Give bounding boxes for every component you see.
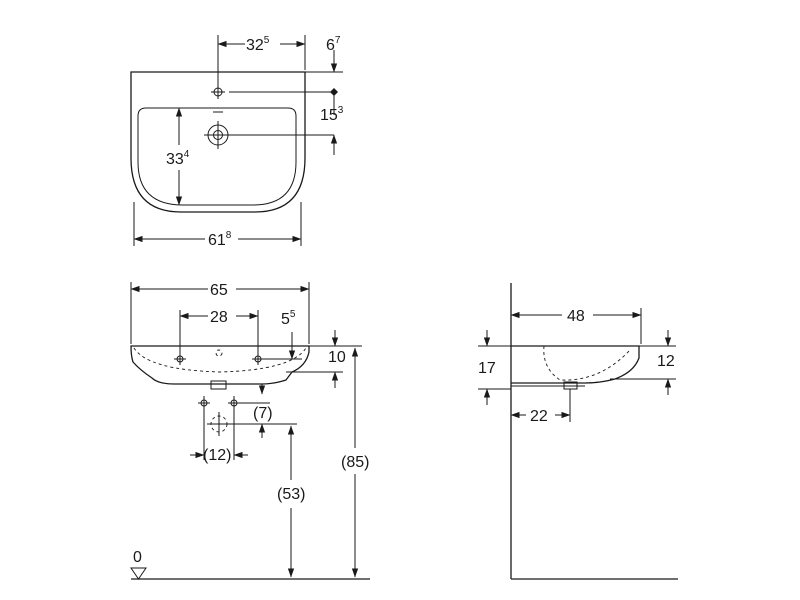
- dim-rim-height: 10: [328, 349, 346, 366]
- basin-outline-side: [511, 345, 640, 384]
- dim-supply-height: (53): [277, 486, 305, 503]
- dim-supply-spacing: (12): [203, 447, 231, 464]
- waste-outlet: [210, 380, 227, 390]
- basin-outline-front: [130, 345, 310, 385]
- dim-supply-drop: (7): [253, 405, 273, 422]
- dim-bowl-width: 618: [208, 230, 232, 249]
- basin-outline-top: [130, 71, 306, 213]
- fixing-point-right: [252, 353, 264, 365]
- dim-projection: 48: [567, 308, 585, 325]
- dim-drain-offset: 153: [320, 105, 344, 124]
- dim-depth-rim: 12: [657, 353, 675, 370]
- fixing-point-left: [174, 353, 186, 365]
- front-view: 65 28 55 10 (7) (12) (53): [130, 282, 370, 580]
- floor-level-label: 0: [133, 549, 142, 566]
- waste-connection-point: [207, 412, 231, 436]
- dim-depth-total: 17: [478, 360, 496, 377]
- bowl-curve-side: [543, 345, 631, 381]
- dim-tap-edge: 67: [326, 35, 341, 54]
- dim-overall-width: 65: [210, 282, 228, 299]
- bowl-curve-front: [133, 347, 307, 373]
- dim-fixing-spacing: 28: [210, 309, 228, 326]
- top-view: 325 67 153 334 618: [130, 35, 344, 249]
- dim-rim-floor: (85): [341, 454, 369, 471]
- dim-bowl-depth: 334: [166, 149, 190, 168]
- centre-marker: [215, 349, 223, 357]
- dim-waste-offset: 22: [530, 408, 548, 425]
- dim-tap-offset: 325: [246, 35, 270, 54]
- bowl-inner-top: [137, 107, 297, 206]
- dim-fixing-offset: 55: [281, 309, 296, 328]
- side-view: 48 17 12 22: [478, 283, 678, 580]
- supply-point-right: [228, 396, 240, 410]
- floor-level-marker: [130, 567, 147, 580]
- supply-point-left: [198, 396, 210, 410]
